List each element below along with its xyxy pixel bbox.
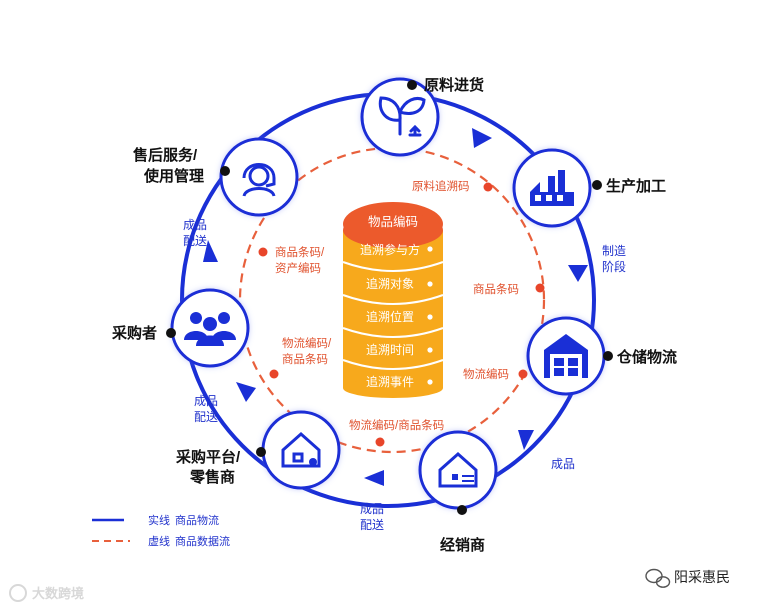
label-dealer: 经销商 [440,536,485,554]
ring-arrows [203,128,588,486]
cylinder-layer-event: 追溯事件 [366,374,414,389]
node-dot-after-sales [220,166,230,176]
label-delivery-left-1: 成品 [194,394,218,408]
store-house-icon [281,431,321,468]
label-after-sales-line1: 售后服务/ [133,146,198,164]
ring-arrow-left [203,240,218,262]
cylinder-layer-participant: 追溯参与方 [360,242,420,257]
label-production: 生产加工 [606,177,666,195]
label-warehouse: 仓储物流 [616,348,677,366]
label-barcode-left-1: 商品条码/ [275,245,325,259]
label-barcode-left-2: 资产编码 [275,261,321,275]
headset-support-icon [242,163,276,197]
legend: 实线 商品物流 虚线 商品数据流 [92,513,230,548]
data-dot-logistics-left [269,369,279,379]
label-buyer: 采购者 [111,324,157,342]
label-delivery-top-2: 配送 [183,233,207,248]
cylinder-top-label: 物品编码 [368,214,418,229]
label-logistics-left-1: 物流编码/ [282,336,332,350]
group-people-icon [184,312,236,346]
node-after-sales [219,137,299,217]
legend-dashed-meaning: 商品数据流 [175,534,230,548]
label-delivery-left-2: 配送 [194,409,218,424]
label-finished-goods-right: 成品 [551,457,575,471]
warehouse-icon [544,334,588,378]
cylinder-layer-location: 追溯位置 [366,309,414,324]
data-dot-logistics-right [518,369,528,379]
ring-arrow-bottom [364,470,384,486]
label-after-sales-line2: 使用管理 [143,167,204,185]
plant-sprout-icon [378,96,426,137]
ring-arrow-lower-left [236,382,256,402]
label-raw-material: 原料进货 [424,76,484,94]
label-delivery-bottom-2: 配送 [360,517,384,532]
label-barcode-right: 商品条码 [473,282,519,296]
brand-mark: 阳采惠民 [645,568,730,588]
ring-arrow-lower-right [518,430,534,450]
label-logistics-barcode-bottom: 物流编码/商品条码 [349,418,444,432]
brand-name: 阳采惠民 [674,569,730,585]
cylinder-layer-time: 追溯时间 [366,342,414,357]
watermark-text: 大数跨境 [32,586,84,601]
data-flow-dots [258,182,545,447]
node-dot-raw [407,80,417,90]
shop-house-icon [438,451,478,488]
legend-dashed-label: 虚线 [148,534,170,548]
data-dot-barcode-right [535,283,545,293]
node-warehouse [526,316,606,396]
label-logistics-left-2: 商品条码 [282,352,328,366]
ring-arrow-top-right [472,128,492,148]
label-manufacturing-stage-1: 制造 [602,244,626,258]
code-cylinder: 物品编码 追溯参与方 追溯对象 追溯位置 追溯时间 追溯事件 [342,202,444,398]
node-dealer [418,430,498,510]
ring-arrow-right [568,265,588,282]
data-dot-bottom [375,437,385,447]
legend-solid-meaning: 商品物流 [175,513,219,527]
node-dot-production [592,180,602,190]
cylinder-layer-object: 追溯对象 [366,276,414,291]
node-dot-platform [256,447,266,457]
label-delivery-top-1: 成品 [183,218,207,232]
node-buyer [170,288,250,368]
label-delivery-bottom-1: 成品 [360,502,384,516]
label-raw-trace-code: 原料追溯码 [412,179,470,193]
watermark-logo-icon [9,584,27,602]
data-dot-barcode-left [258,247,268,257]
node-dot-buyer [166,328,176,338]
data-dot-raw [483,182,493,192]
label-platform-line2: 零售商 [189,468,235,486]
node-production [512,148,592,228]
chat-bubbles-icon [645,568,671,588]
label-logistics-right: 物流编码 [463,367,509,381]
node-dot-warehouse [603,351,613,361]
node-platform-retailer [261,410,341,490]
watermark: 大数跨境 [9,584,84,602]
data-flow-ring [238,146,546,454]
label-platform-line1: 采购平台/ [175,448,241,466]
node-raw-material [360,77,440,157]
label-manufacturing-stage-2: 阶段 [602,259,626,274]
node-dot-dealer [457,505,467,515]
factory-icon [530,170,574,206]
legend-solid-label: 实线 [148,513,170,527]
